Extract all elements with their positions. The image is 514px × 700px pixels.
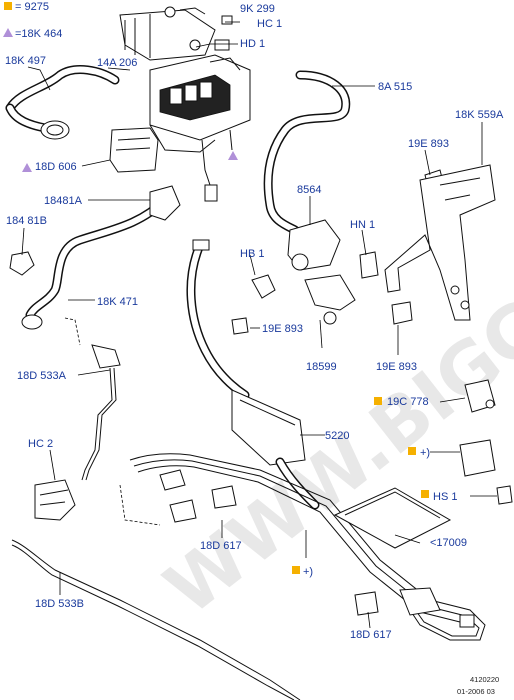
- reference-date: 01-2006 03: [457, 687, 495, 696]
- legend-square-icon: [4, 2, 12, 10]
- square-marker-hs1: [421, 490, 429, 498]
- triangle-marker-canister: [228, 151, 238, 160]
- label-18d617-low: 18D 617: [350, 629, 392, 641]
- right-side-parts: [459, 379, 513, 505]
- square-marker-plus-right: [408, 447, 416, 455]
- triangle-marker-18d606: [22, 163, 32, 172]
- label-18d606: 18D 606: [35, 161, 77, 173]
- purge-valve: [109, 127, 159, 173]
- small-fittings: [231, 169, 446, 335]
- label-8a515: 8A 515: [378, 81, 412, 93]
- label-hs1: HS 1: [433, 491, 457, 503]
- label-18599: 18599: [306, 361, 337, 373]
- pipe-18d533b: [11, 539, 301, 700]
- square-marker-19c778: [374, 397, 382, 405]
- heat-shield-17009: [333, 487, 452, 549]
- label-1881b: 184 81B: [6, 215, 47, 227]
- label-plus-right: +): [420, 447, 430, 459]
- label-17009: <17009: [430, 537, 467, 549]
- reference-code: 4120220: [470, 675, 499, 684]
- label-19c778: 19C 778: [387, 396, 429, 408]
- legend-triangle-text: =18K 464: [15, 28, 62, 40]
- label-hc1: HC 1: [257, 18, 282, 30]
- label-hn1: HN 1: [350, 219, 375, 231]
- legend: = 9275 =18K 464: [3, 1, 62, 40]
- hc2-connector: [34, 479, 76, 521]
- label-5220: 5220: [325, 430, 349, 442]
- drawing-reference: 4120220 01-2006 03: [457, 675, 499, 696]
- label-hb1: HB 1: [240, 248, 264, 260]
- label-18k559a: 18K 559A: [455, 109, 504, 121]
- label-hc2: HC 2: [28, 438, 53, 450]
- water-pump: [287, 219, 356, 325]
- label-19e893-low: 19E 893: [376, 361, 417, 373]
- leader-lines: [21, 21, 497, 629]
- hose-5220: [186, 239, 320, 510]
- label-plus-low: +): [303, 566, 313, 578]
- square-marker-plus-low: [292, 566, 300, 574]
- mounting-bracket: [384, 164, 496, 321]
- label-19e893-mid: 19E 893: [262, 323, 303, 335]
- legend-square-text: = 9275: [15, 1, 49, 13]
- label-18k471: 18K 471: [97, 296, 138, 308]
- label-14a206: 14A 206: [97, 57, 137, 69]
- label-18d617-mid: 18D 617: [200, 540, 242, 552]
- pipe-18d533a: [81, 344, 121, 481]
- label-18481a: 18481A: [44, 195, 83, 207]
- part-labels: 9K 299 HC 1 HD 1 18K 497 14A 206 8A 515 …: [5, 3, 504, 641]
- label-hd1: HD 1: [240, 38, 265, 50]
- label-18k497: 18K 497: [5, 55, 46, 67]
- hose-18k471: [21, 185, 181, 330]
- hose-18k497: [5, 65, 120, 140]
- label-18d533a: 18D 533A: [17, 370, 67, 382]
- label-19e893-top: 19E 893: [408, 138, 449, 150]
- canister-assembly: [119, 6, 251, 202]
- hose-8a515: [263, 70, 351, 235]
- label-18d533b: 18D 533B: [35, 598, 84, 610]
- fuel-pipe-bundle: [129, 453, 486, 641]
- legend-triangle-icon: [3, 28, 13, 37]
- label-8564: 8564: [297, 184, 321, 196]
- label-9k299: 9K 299: [240, 3, 275, 15]
- clip-18481b: [9, 251, 35, 276]
